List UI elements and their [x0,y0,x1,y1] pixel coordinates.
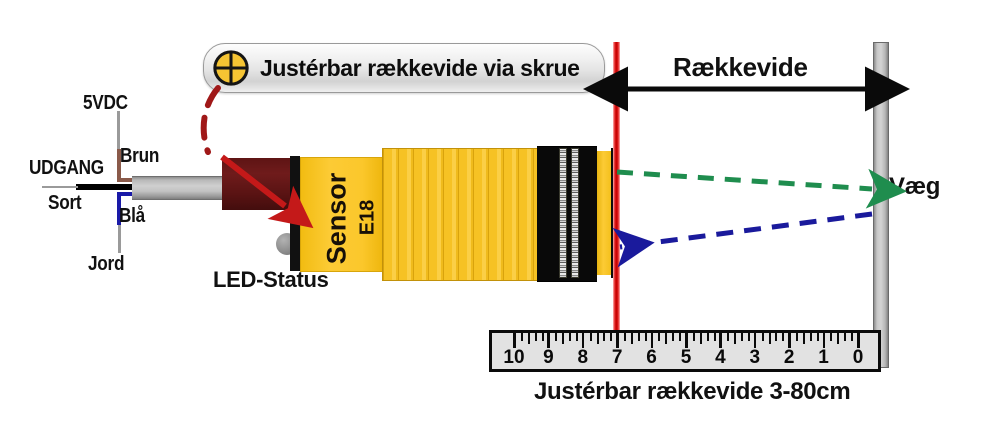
sensor-thread-right [571,148,579,278]
label-5vdc: 5VDC [83,92,128,114]
wire-black-output [76,184,150,190]
ruler-minor-tick [706,333,709,341]
ruler-number: 8 [577,347,589,368]
label-sort: Sort [48,192,82,214]
wire-5vdc-stem [117,111,120,149]
ruler-minor-tick [741,333,744,341]
label-brun: Brun [120,145,160,167]
ruler-minor-tick [782,333,785,341]
ruler-minor-tick [610,333,613,341]
sensor-head [537,146,597,282]
sensor-model-text: E18 [356,199,379,236]
ruler-minor-tick [734,333,737,344]
label-raekkevide: Rækkevide [673,52,808,82]
wire-output-lead [42,186,78,188]
sensor-body-text: Sensor [321,172,352,265]
ruler-number: 4 [715,347,726,368]
adjust-screw-callout[interactable]: Justérbar rækkevide via skrue [203,43,605,93]
ruler-minor-tick [830,333,833,341]
wire-brown-vertical [117,149,121,182]
reflected-beam [612,211,873,268]
ruler-major-tick [719,333,722,348]
ruler-major-tick [788,333,791,348]
ruler-minor-tick [699,333,702,344]
caption-adjustable-range: Justérbar rækkevide 3-80cm [534,378,851,405]
adjust-screw-callout-text: Justérbar rækkevide via skrue [260,54,580,81]
ruler-number: 1 [818,347,829,368]
ruler-minor-tick [768,333,771,344]
ruler-minor-tick [672,333,675,341]
wire-jord-stem [118,225,121,253]
wire-blue-vertical [117,192,121,225]
label-jord: Jord [88,253,125,275]
ruler-minor-tick [775,333,778,341]
adjust-screw-icon [212,49,250,87]
ruler-major-tick [650,333,654,348]
ruler-minor-tick [761,333,764,341]
sensor-lens-face [597,151,611,275]
sensor-label-face: Sensor E18 [300,157,384,272]
ruler-minor-tick [569,333,572,341]
ruler-minor-tick [844,333,847,341]
sensor-back-plate [290,156,300,271]
ruler-number: 0 [852,347,864,368]
ruler-number: 7 [611,347,623,368]
sensor-barrel [382,148,539,281]
label-udgang: UDGANG [29,157,104,179]
ruler-minor-tick [596,333,599,344]
ruler-number: 6 [646,347,657,368]
ruler-minor-tick [816,333,819,341]
emitted-beam [616,168,907,209]
ruler-tick-group [492,333,878,369]
ruler-major-tick [513,333,516,348]
ruler-minor-tick [589,333,592,341]
ruler-major-tick [822,333,826,348]
ruler-minor-tick [644,333,647,341]
ruler-minor-tick [575,333,578,341]
ruler-minor-tick [527,333,530,344]
ruler-major-tick [581,333,585,348]
ruler-minor-tick [851,333,854,341]
label-blaa: Blå [119,205,146,227]
ruler-minor-tick [520,333,523,341]
sensor-thread-left [559,148,567,278]
ruler-minor-tick [802,333,805,344]
ruler-minor-tick [796,333,799,341]
label-vaeg: Væg [889,173,941,200]
ruler-minor-tick [727,333,730,341]
ruler-minor-tick [679,333,682,341]
ruler-major-tick [685,333,688,348]
ruler-minor-tick [747,333,750,341]
ruler-minor-tick [562,333,565,344]
cable-connector-block [222,158,295,210]
ruler-minor-tick [603,333,606,341]
ruler-minor-tick [692,333,695,341]
ruler-minor-tick [534,333,537,341]
wall-surface [873,42,889,368]
ruler-minor-tick [809,333,812,341]
ruler-major-tick [547,333,550,348]
range-marker-line [613,42,620,372]
ruler-major-tick [616,333,619,348]
ruler-minor-tick [624,333,627,341]
ruler-minor-tick [658,333,661,341]
ruler-number: 2 [783,347,795,368]
ruler-minor-tick [555,333,558,341]
ruler-minor-tick [837,333,840,344]
ruler-number: 10 [503,347,525,368]
ruler-minor-tick [637,333,640,341]
ruler-minor-tick [665,333,668,344]
ruler-minor-tick [630,333,633,344]
ruler-number: 5 [680,347,692,368]
ruler-number: 9 [543,347,554,368]
ruler-minor-tick [713,333,716,341]
label-led-status: LED-Status [213,267,329,292]
ruler-major-tick [753,333,757,348]
ruler-number: 3 [749,347,761,368]
ruler-major-tick [857,333,860,348]
sensor-cable [132,176,224,200]
ruler-minor-tick [541,333,544,341]
